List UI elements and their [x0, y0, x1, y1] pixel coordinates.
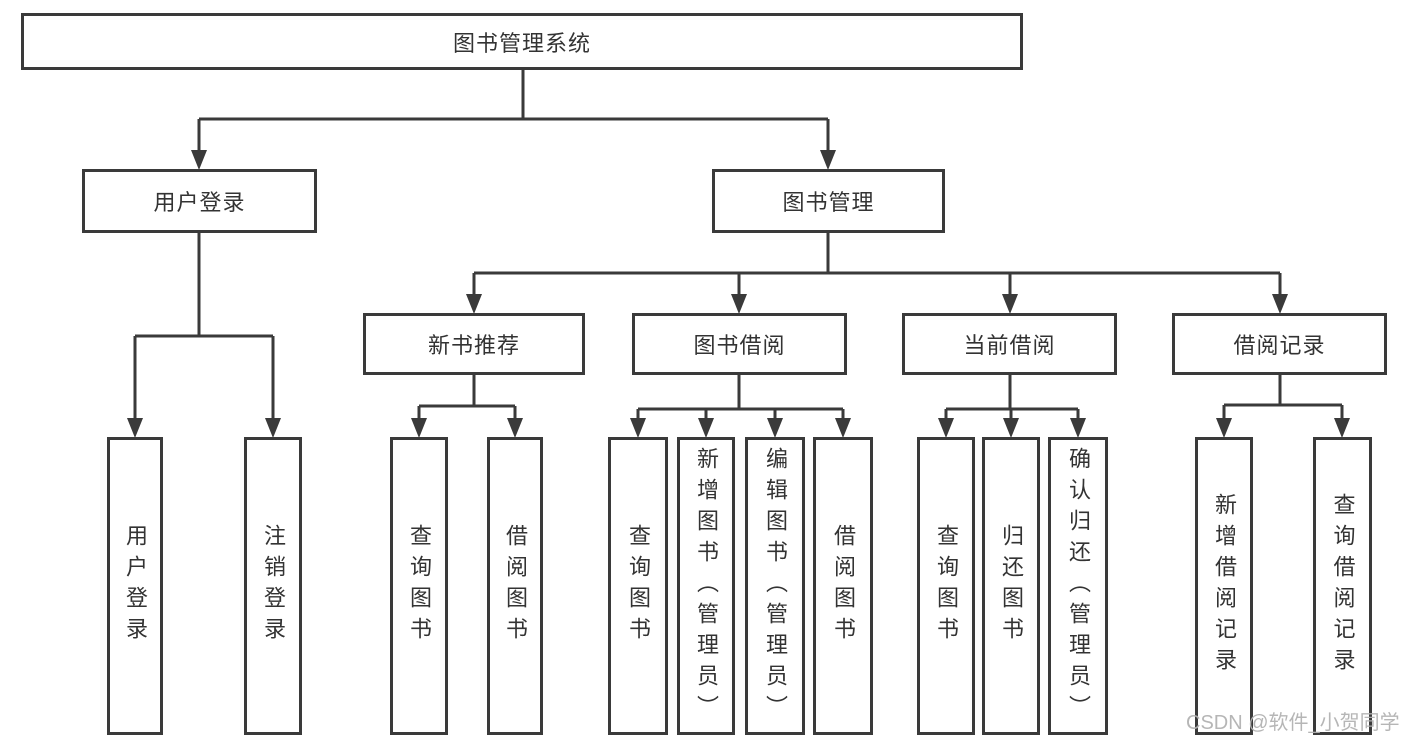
- arrow-down-icon: [938, 418, 954, 438]
- node-label: 借阅图书: [831, 524, 856, 648]
- arrow-down-icon: [1070, 418, 1086, 438]
- leaf-confirm-return-admin: 确认归还（管理员）: [1048, 437, 1108, 735]
- arrow-down-icon: [1272, 294, 1288, 314]
- arrow-down-icon: [731, 294, 747, 314]
- node-current-borrow: 当前借阅: [902, 313, 1117, 375]
- leaf-query-books-current: 查询图书: [917, 437, 975, 735]
- node-label: 查询图书: [626, 524, 651, 648]
- leaf-logout-login: 注销登录: [244, 437, 302, 735]
- leaf-user-login: 用户登录: [107, 437, 163, 735]
- arrow-down-icon: [466, 294, 482, 314]
- node-label: 确认归还（管理员）: [1066, 446, 1091, 726]
- arrow-down-icon: [698, 418, 714, 438]
- node-label: 借阅记录: [1233, 333, 1326, 358]
- node-label: 新书推荐: [427, 333, 520, 358]
- edge-bookmgmt-to-level3: [472, 233, 1282, 296]
- leaf-add-book-admin: 新增图书（管理员）: [677, 437, 735, 735]
- node-label: 注销登录: [261, 524, 286, 648]
- leaf-borrow-books-recommend: 借阅图书: [487, 437, 543, 735]
- node-root-library-system: 图书管理系统: [21, 13, 1023, 70]
- edge-borrow-to-leaves: [636, 375, 845, 420]
- arrow-down-icon: [411, 418, 427, 438]
- arrow-down-icon: [767, 418, 783, 438]
- node-label: 图书管理系统: [452, 30, 591, 56]
- leaf-query-books-borrow: 查询图书: [608, 437, 668, 735]
- node-label: 查询借阅记录: [1330, 493, 1356, 679]
- node-label: 新增借阅记录: [1212, 493, 1237, 679]
- arrow-down-icon: [1334, 418, 1350, 438]
- node-label: 用户登录: [153, 190, 246, 215]
- arrow-down-icon: [507, 418, 523, 438]
- node-book-management: 图书管理: [712, 169, 945, 233]
- node-user-login: 用户登录: [82, 169, 317, 233]
- edge-userlogin-to-leaves: [133, 233, 275, 420]
- edge-newbook-to-leaves: [417, 375, 517, 420]
- node-label: 归还图书: [999, 524, 1024, 648]
- csdn-watermark: CSDN @软件_小贺同学: [1186, 712, 1400, 734]
- arrow-down-icon: [630, 418, 646, 438]
- leaf-add-borrow-record: 新增借阅记录: [1195, 437, 1253, 735]
- arrowheads: [127, 150, 1350, 438]
- leaf-query-books-recommend: 查询图书: [390, 437, 448, 735]
- node-label: 新增图书（管理员）: [694, 446, 719, 726]
- edge-records-to-leaves: [1222, 375, 1344, 420]
- node-label: 查询图书: [934, 524, 959, 648]
- node-label: 图书管理: [782, 190, 875, 215]
- arrow-down-icon: [1003, 418, 1019, 438]
- edge-root-to-level2: [197, 70, 830, 152]
- node-label: 查询图书: [407, 524, 432, 648]
- arrow-down-icon: [265, 418, 281, 438]
- node-borrow-records: 借阅记录: [1172, 313, 1387, 375]
- leaf-return-books: 归还图书: [982, 437, 1040, 735]
- leaf-edit-book-admin: 编辑图书（管理员）: [745, 437, 805, 735]
- node-book-borrow: 图书借阅: [632, 313, 847, 375]
- arrow-down-icon: [127, 418, 143, 438]
- node-label: 编辑图书（管理员）: [763, 446, 788, 726]
- arrow-down-icon: [820, 150, 836, 170]
- node-label: 用户登录: [123, 524, 148, 648]
- node-label: 借阅图书: [503, 524, 528, 648]
- arrow-down-icon: [1002, 294, 1018, 314]
- leaf-query-borrow-record: 查询借阅记录: [1313, 437, 1372, 735]
- leaf-borrow-books: 借阅图书: [813, 437, 873, 735]
- arrow-down-icon: [835, 418, 851, 438]
- node-label: 图书借阅: [693, 333, 786, 358]
- node-label: 当前借阅: [963, 333, 1056, 358]
- edge-current-to-leaves: [944, 375, 1080, 420]
- arrow-down-icon: [191, 150, 207, 170]
- node-new-book-recommend: 新书推荐: [363, 313, 585, 375]
- arrow-down-icon: [1216, 418, 1232, 438]
